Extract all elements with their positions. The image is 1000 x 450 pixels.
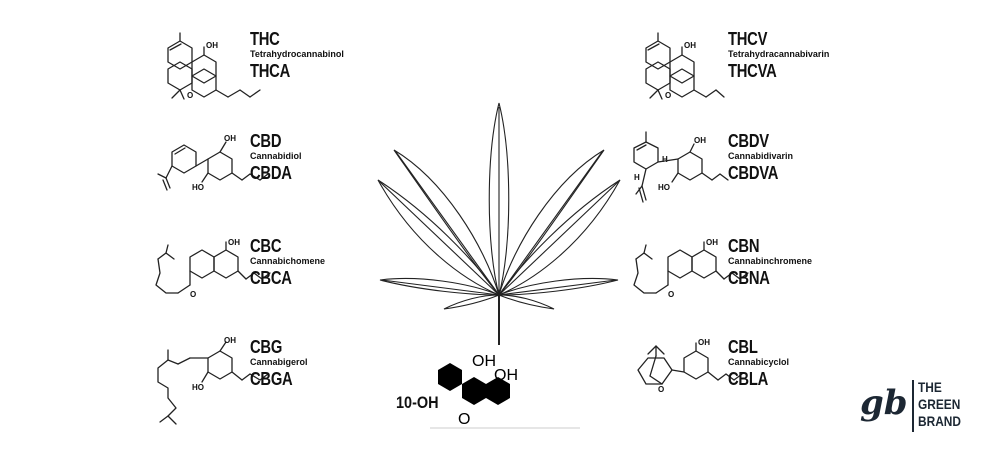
cannabis-leaf-illustration: [377, 102, 621, 345]
cbc-structure: OH O: [155, 238, 271, 299]
cbl-abbr: CBL: [728, 337, 758, 357]
cbd-fullname: Cannabidiol: [250, 151, 302, 161]
svg-text:HO: HO: [658, 183, 670, 192]
brand-wordmark: THE GREEN BRAND: [918, 379, 961, 430]
cbg-structure: OH HO: [157, 336, 269, 425]
brand-line-brand: BRAND: [918, 413, 961, 429]
molecule-thcv: OH O THCV Tetrahydracannabivarin THCVA: [628, 28, 858, 128]
thcv-structure: OH O: [645, 32, 725, 100]
svg-text:O: O: [187, 91, 193, 100]
svg-text:O: O: [458, 411, 470, 428]
svg-text:OH: OH: [206, 41, 218, 50]
svg-text:O: O: [668, 290, 674, 299]
thcva-abbr: THCVA: [728, 61, 777, 81]
cbdv-structure: H H OH HO: [633, 131, 729, 203]
cbdv-abbr: CBDV: [728, 131, 769, 151]
svg-text:gb: gb: [860, 383, 908, 423]
cbg-fullname: Cannabigerol: [250, 357, 308, 367]
svg-text:OH: OH: [698, 338, 710, 347]
svg-text:OH: OH: [494, 367, 518, 384]
molecule-cbdv: H H OH HO CBDV Cannabidivarin CBDVA: [628, 130, 858, 230]
cbn-abbr: CBN: [728, 236, 760, 256]
svg-text:OH: OH: [224, 336, 236, 345]
svg-text:OH: OH: [694, 136, 706, 145]
svg-text:OH: OH: [228, 238, 240, 247]
cbc-fullname: Cannabichomene: [250, 256, 326, 266]
cbdva-abbr: CBDVA: [728, 163, 779, 183]
cbg-abbr: CBG: [250, 337, 283, 357]
svg-text:H: H: [662, 155, 668, 164]
cbd-abbr: CBD: [250, 131, 282, 151]
thcv-abbr: THCV: [728, 29, 768, 49]
svg-text:OH: OH: [684, 41, 696, 50]
cbd-structure: OH HO: [157, 134, 269, 192]
molecule-cbg: OH HO CBG Cannabigerol CBGA: [150, 336, 380, 436]
cbl-structure: O OH: [637, 338, 743, 394]
cbdv-fullname: Cannabidivarin: [728, 151, 794, 161]
thc-fullname: Tetrahydrocannabinol: [250, 49, 344, 59]
cbca-abbr: CBCA: [250, 268, 292, 288]
molecule-cbc: OH O CBC Cannabichomene CBCA: [150, 235, 380, 335]
cbla-abbr: CBLA: [728, 369, 769, 389]
cbc-abbr: CBC: [250, 236, 282, 256]
molecule-cbn: OH O CBN Cannabinchromene CBNA: [628, 235, 858, 335]
cbga-abbr: CBGA: [250, 369, 293, 389]
svg-text:OH: OH: [706, 238, 718, 247]
svg-text:O: O: [665, 91, 671, 100]
molecule-cbl: O OH CBL Cannabicyclol CBLA: [628, 336, 858, 436]
thcv-fullname: Tetrahydracannabivarin: [728, 49, 830, 59]
brand-line-green: GREEN: [918, 396, 961, 412]
ten-oh-label: 10-OH: [396, 393, 439, 412]
svg-text:OH: OH: [472, 353, 496, 370]
thc-structure: OH O: [167, 32, 261, 100]
svg-text:O: O: [658, 385, 664, 394]
gb-logo-mark: gb: [860, 383, 908, 423]
brand-divider: [912, 380, 914, 432]
cbl-fullname: Cannabicyclol: [728, 357, 790, 367]
molecule-cbd: OH HO CBD Cannabidiol CBDA: [150, 130, 380, 230]
cbn-structure: OH O: [633, 238, 749, 299]
svg-text:H: H: [634, 173, 640, 182]
brand-line-the: THE: [918, 379, 942, 395]
thca-abbr: THCA: [250, 61, 291, 81]
cbda-abbr: CBDA: [250, 163, 292, 183]
molecule-thc: OH O THC Tetrahydrocannabinol THCA: [150, 28, 380, 128]
ten-oh-structure: OH OH O: [430, 353, 580, 429]
cbna-abbr: CBNA: [728, 268, 770, 288]
cbn-fullname: Cannabinchromene: [728, 256, 813, 266]
svg-text:HO: HO: [192, 383, 204, 392]
thc-abbr: THC: [250, 29, 280, 49]
svg-text:OH: OH: [224, 134, 236, 143]
svg-text:O: O: [190, 290, 196, 299]
svg-text:HO: HO: [192, 183, 204, 192]
the-green-brand-logo: gb THE GREEN BRAND: [858, 376, 978, 436]
